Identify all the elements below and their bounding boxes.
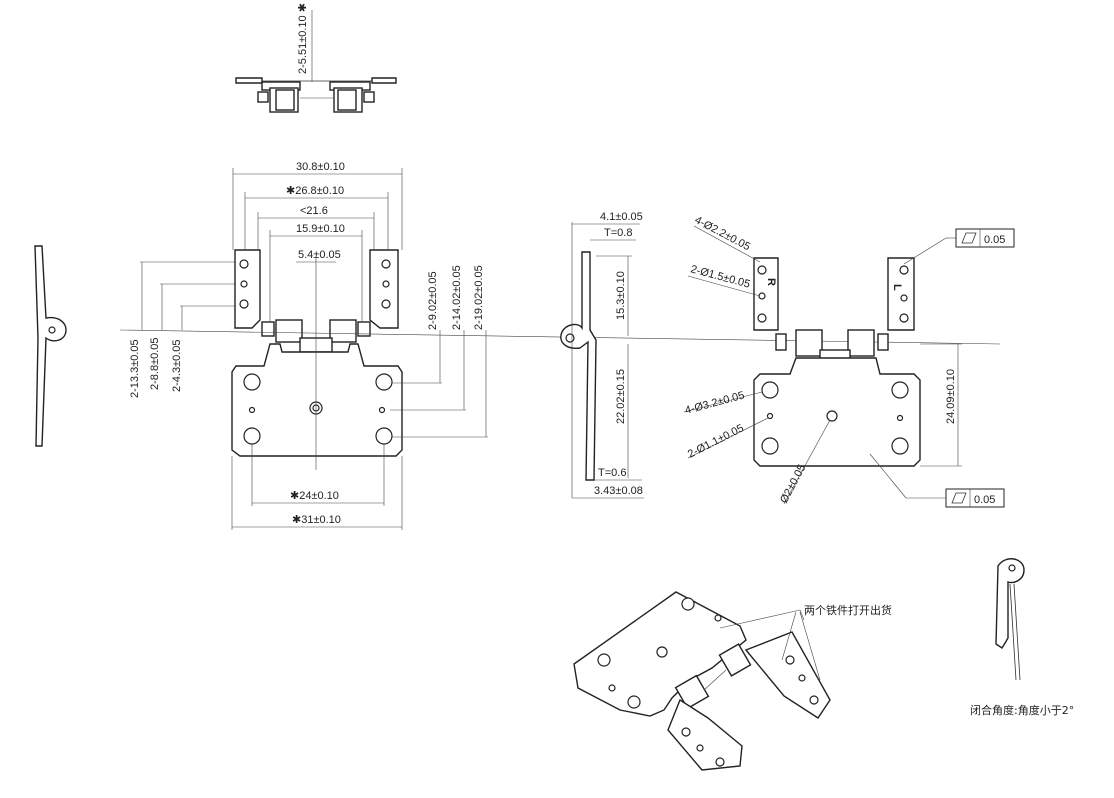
mark-l: L [891,284,903,291]
dim-t0-8: T=0.8 [604,227,632,239]
top-view: 2-5.51±0.10 ✱ [235,3,397,113]
top-dim-5-51: 2-5.51±0.10 ✱ [297,3,309,74]
dim-t0-6: T=0.6 [598,467,626,479]
flatness-bottom-value: 0.05 [974,494,995,506]
dim-hole-1-5: 2-Ø1.5±0.05 [689,263,751,290]
dim-15-9: 15.9±0.10 [296,223,345,235]
closed-angle-view: 闭合角度:角度小于2° [970,558,1074,717]
front-view [231,249,403,470]
dim-14-02: 2-14.02±0.05 [451,265,463,330]
dim-9-02: 2-9.02±0.05 [427,271,439,330]
dim-13-3: 2-13.3±0.05 [129,339,141,398]
closed-angle-note: 闭合角度:角度小于2° [970,703,1074,717]
dim-3-43: 3.43±0.08 [594,485,643,497]
dim-21-6: <21.6 [300,205,328,217]
dim-hole-2-2: 4-Ø2.2±0.05 [693,214,753,253]
side-view: 4.1±0.05 T=0.8 15.3±0.10 22.02±0.15 T=0.… [560,211,644,499]
dim-30-8: 30.8±0.10 [296,161,345,173]
front-view-dimensions: 30.8±0.10 ✱26.8±0.10 <21.6 15.9±0.10 5.4… [129,161,488,530]
flatness-top-value: 0.05 [984,234,1005,246]
dim-22-02: 22.02±0.15 [615,369,627,424]
dim-26-8: ✱26.8±0.10 [286,185,344,197]
dim-15-3: 15.3±0.10 [615,271,627,320]
mark-r: R [765,278,777,286]
dim-4-1: 4.1±0.05 [600,211,643,223]
dim-8-8: 2-8.8±0.05 [149,337,161,390]
dim-31: ✱31±0.10 [292,514,341,526]
dim-24: ✱24±0.10 [290,490,339,502]
dim-hole-1-1: 2-Ø1.1±0.05 [686,422,746,460]
dim-19-02: 2-19.02±0.05 [473,265,485,330]
isometric-view: 两个铁件打开出货 [573,591,892,771]
dim-5-4: 5.4±0.05 [298,249,341,261]
iso-note: 两个铁件打开出货 [804,603,892,617]
right-view: R L 24.09±0.10 4-Ø2.2±0.05 2-Ø1.5±0.05 4… [684,214,1015,508]
dim-4-3: 2-4.3±0.05 [171,339,183,392]
dim-hole-3-2: 4-Ø3.2±0.05 [684,389,746,416]
dim-hole-2: Ø2±0.05 [778,463,808,506]
left-profile-view [34,245,67,447]
dim-24-09: 24.09±0.10 [945,369,957,424]
